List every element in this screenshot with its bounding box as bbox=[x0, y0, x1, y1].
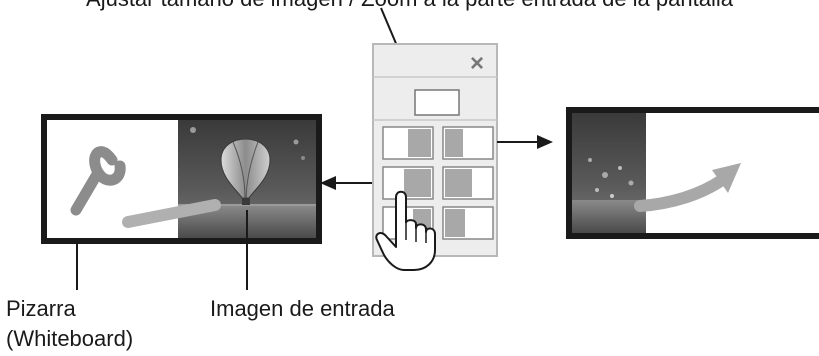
top-caption: Ajustar tamaño de imagen / Zoom a la par… bbox=[0, 0, 819, 12]
right-display-frame bbox=[566, 107, 819, 239]
size-input-box bbox=[414, 89, 460, 116]
whiteboard-drawing bbox=[70, 146, 221, 228]
input-image-label: Imagen de entrada bbox=[210, 296, 395, 321]
whiteboard-label-line1: Pizarra bbox=[6, 296, 76, 321]
arrow-to-right bbox=[497, 135, 553, 149]
zoomed-photo bbox=[572, 113, 646, 233]
left-display-frame bbox=[41, 114, 322, 244]
pointing-hand-icon bbox=[375, 190, 436, 271]
whiteboard-label-line2: (Whiteboard) bbox=[6, 326, 134, 351]
mode-button-grid bbox=[382, 126, 494, 240]
arrow-to-left bbox=[320, 176, 374, 190]
close-icon[interactable]: × bbox=[470, 50, 485, 77]
palette-panel bbox=[372, 43, 498, 271]
zoomed-whiteboard-arrow bbox=[634, 163, 741, 212]
